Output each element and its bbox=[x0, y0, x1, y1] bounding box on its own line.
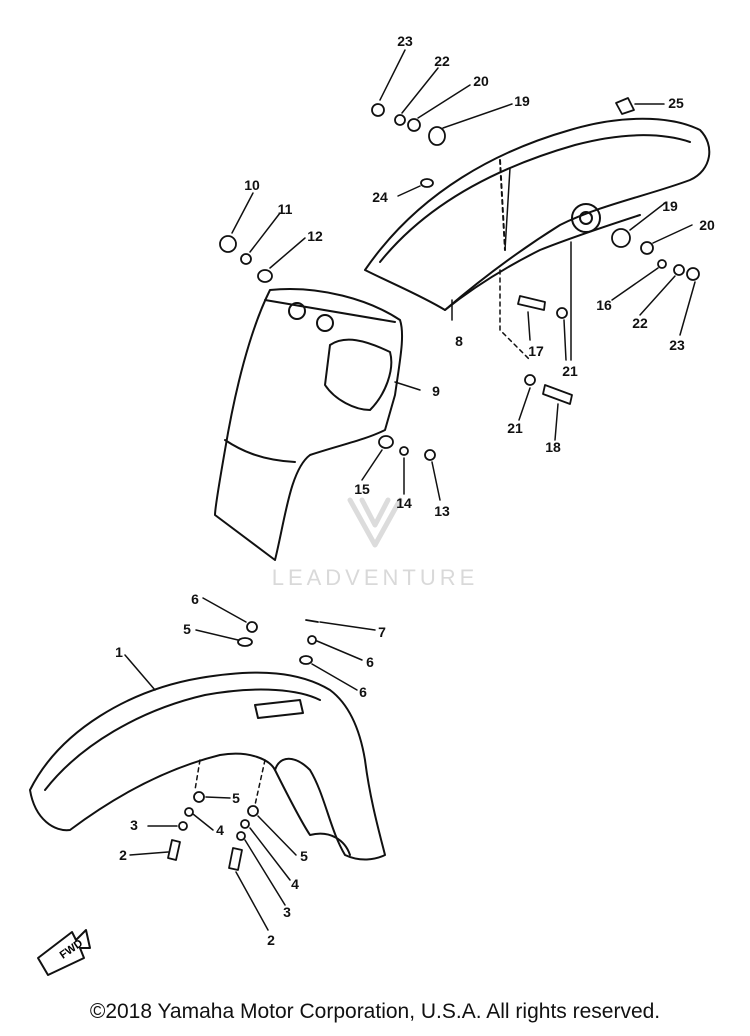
callout-14: 14 bbox=[396, 495, 412, 511]
callout-20-top: 20 bbox=[473, 73, 489, 89]
callout-3-right: 3 bbox=[283, 904, 291, 920]
nut-23-top bbox=[371, 103, 385, 117]
bolt-18 bbox=[542, 384, 573, 405]
collar-20-top bbox=[407, 118, 421, 132]
callout-21-lower: 21 bbox=[507, 420, 523, 436]
front-fender bbox=[29, 671, 386, 861]
callout-6-left: 6 bbox=[191, 591, 199, 607]
bolt-2-left bbox=[167, 839, 181, 861]
damper-12 bbox=[257, 269, 273, 283]
bolt-17 bbox=[517, 295, 546, 311]
callout-22-right: 22 bbox=[632, 315, 648, 331]
hardware-parts bbox=[167, 97, 700, 871]
callout-17: 17 bbox=[528, 343, 544, 359]
callout-2-right: 2 bbox=[267, 932, 275, 948]
washer-16 bbox=[657, 259, 667, 269]
nut-6-right bbox=[307, 635, 317, 645]
callout-24: 24 bbox=[372, 189, 388, 205]
copyright-notice: ©2018 Yamaha Motor Corporation, U.S.A. A… bbox=[89, 1000, 661, 1023]
callout-10: 10 bbox=[244, 177, 260, 193]
grommet-19-top bbox=[428, 126, 446, 146]
callout-21-top: 21 bbox=[562, 363, 578, 379]
bolt-2-right bbox=[228, 847, 243, 871]
callout-5-left: 5 bbox=[183, 621, 191, 637]
washer-5-front-left bbox=[193, 791, 205, 803]
inner-rear-fender bbox=[214, 288, 404, 561]
washer-5-front-right bbox=[247, 805, 259, 817]
callout-16: 16 bbox=[596, 297, 612, 313]
callout-19-right: 19 bbox=[662, 198, 678, 214]
bolt-6-left bbox=[246, 621, 258, 633]
watermark-logo bbox=[347, 497, 403, 548]
callout-2-left: 2 bbox=[119, 847, 127, 863]
callout-15: 15 bbox=[354, 481, 370, 497]
washer-3-right bbox=[236, 831, 246, 841]
rear-fender bbox=[364, 117, 711, 311]
rubber-25 bbox=[615, 97, 635, 115]
collar-20-right bbox=[640, 241, 654, 255]
callout-3-left: 3 bbox=[130, 817, 138, 833]
fwd-arrow bbox=[37, 929, 91, 976]
callout-7: 7 bbox=[378, 624, 386, 640]
washer-4-left bbox=[184, 807, 194, 817]
callout-22-top: 22 bbox=[434, 53, 450, 69]
washer-5-left bbox=[237, 637, 253, 647]
washer-3-left bbox=[178, 821, 188, 831]
washer-21-top bbox=[556, 307, 568, 319]
nut-23-right bbox=[686, 267, 700, 281]
callout-20-right: 20 bbox=[699, 217, 715, 233]
washer-22-top bbox=[394, 114, 406, 126]
bolt-13 bbox=[424, 449, 436, 461]
washer-4-right bbox=[240, 819, 250, 829]
watermark-brand: LEADVENTURE bbox=[272, 565, 479, 590]
callout-4-left: 4 bbox=[216, 822, 224, 838]
washer-22-right bbox=[673, 264, 685, 276]
callout-23-top: 23 bbox=[397, 33, 413, 49]
callout-5-front-right: 5 bbox=[300, 848, 308, 864]
callout-23-right: 23 bbox=[669, 337, 685, 353]
callout-6-right: 6 bbox=[366, 654, 374, 670]
callout-11: 11 bbox=[278, 201, 293, 217]
callout-9: 9 bbox=[432, 383, 440, 399]
part-24 bbox=[420, 178, 434, 188]
grommet-19-right bbox=[611, 228, 631, 248]
bolt-10 bbox=[219, 235, 237, 253]
callout-6-lower: 6 bbox=[359, 684, 367, 700]
washer-14 bbox=[399, 446, 409, 456]
callout-13: 13 bbox=[434, 503, 450, 519]
callout-12: 12 bbox=[307, 228, 323, 244]
damper-15 bbox=[378, 435, 394, 449]
callout-8: 8 bbox=[455, 333, 463, 349]
callout-19-top: 19 bbox=[514, 93, 530, 109]
bolt-7 bbox=[305, 619, 319, 623]
washer-5-right bbox=[299, 655, 313, 665]
callout-5-front-left: 5 bbox=[232, 790, 240, 806]
callout-25: 25 bbox=[668, 95, 684, 111]
callout-1: 1 bbox=[115, 644, 123, 660]
callout-18: 18 bbox=[545, 439, 561, 455]
callout-labels: 23 22 20 19 25 24 10 11 12 19 20 16 22 2… bbox=[115, 33, 715, 948]
washer-11 bbox=[240, 253, 252, 265]
leader-lines bbox=[124, 49, 696, 931]
callout-4-right: 4 bbox=[291, 876, 299, 892]
washer-21-lower bbox=[524, 374, 536, 386]
